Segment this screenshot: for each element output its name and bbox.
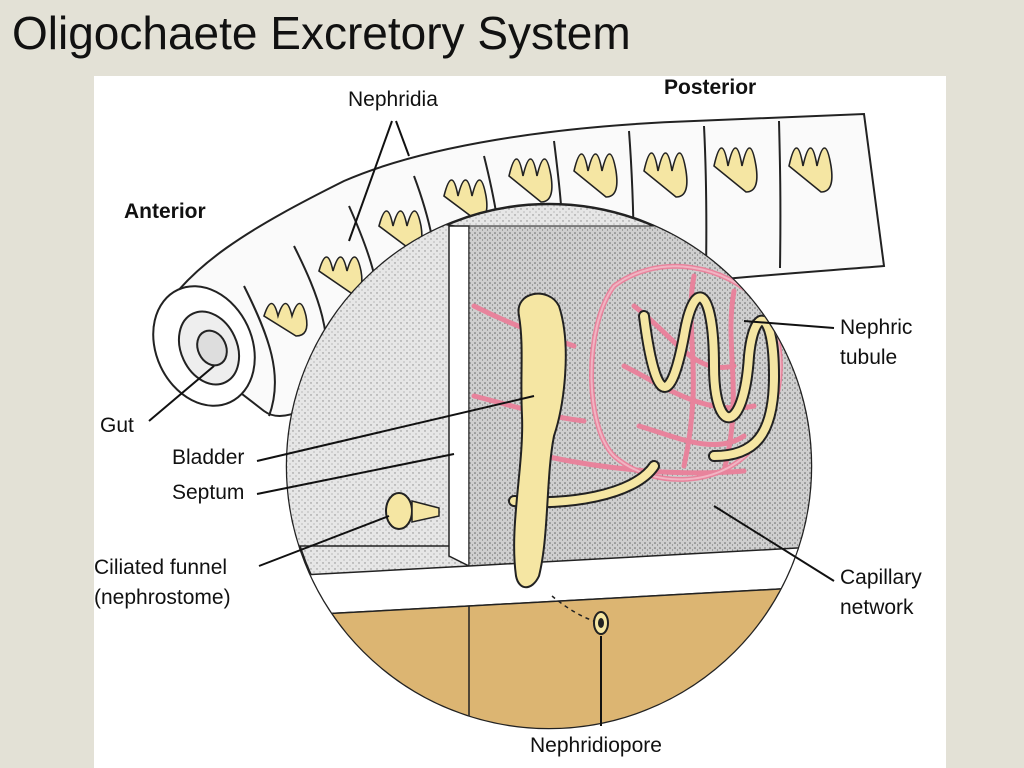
nephridia-label: Nephridia [348, 88, 438, 111]
ciliated-funnel-label: Ciliated funnel [94, 556, 228, 579]
nephridia-coils [263, 147, 833, 337]
bladder-label: Bladder [172, 446, 245, 469]
ciliated-funnel-shape [385, 492, 440, 530]
posterior-label: Posterior [664, 76, 757, 99]
nephric-tubule-label-line2: tubule [840, 346, 898, 369]
magnified-section [285, 202, 813, 730]
nephric-tubule-label: Nephric [840, 316, 913, 339]
gut-label: Gut [100, 414, 134, 437]
nephrostome-label: (nephrostome) [94, 586, 231, 609]
capillary-network-label: Capillary [840, 566, 922, 589]
diagram-panel: Nephridia Posterior Anterior Gut Bladder… [94, 76, 946, 768]
slide-title: Oligochaete Excretory System [12, 7, 631, 59]
excretory-system-illustration [148, 112, 886, 730]
septum-label: Septum [172, 481, 245, 504]
anterior-label: Anterior [124, 200, 206, 223]
capillary-network-label-line2: network [840, 596, 914, 619]
leader-lines [148, 120, 835, 726]
nephridiopore-label: Nephridiopore [530, 734, 662, 757]
nephridiopore-shape [551, 595, 609, 635]
